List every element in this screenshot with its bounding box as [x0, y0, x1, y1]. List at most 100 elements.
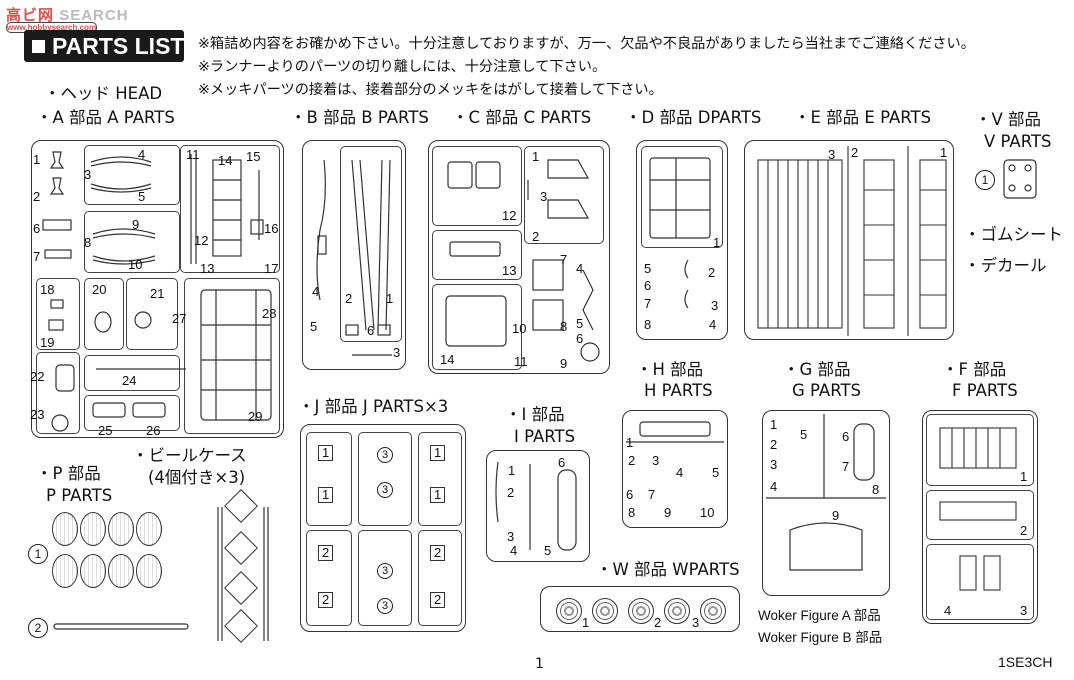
i-num-6: 6: [558, 455, 566, 470]
c-parts-drawing: [445, 159, 600, 362]
a-sub-20: [84, 278, 124, 350]
tire-icon: [136, 512, 162, 546]
a-sub-25-26: [84, 395, 180, 431]
b-sub-main: [340, 146, 402, 342]
v-num-1: 1: [975, 170, 995, 190]
a-sub-24: [84, 355, 180, 391]
b-num-2: 2: [345, 291, 353, 306]
g-num-3: 3: [770, 457, 778, 472]
e-parts-frame: [744, 140, 954, 340]
a-num-6: 6: [33, 221, 41, 236]
j-num-2d: 2: [430, 592, 446, 608]
figure-a-label: Woker Figure A 部品: [758, 608, 881, 623]
e-num-2: 2: [851, 145, 859, 160]
a-num-17: 17: [264, 261, 279, 276]
j-num-3a: 3: [377, 447, 393, 463]
a-num-1: 1: [33, 152, 41, 167]
g-num-2: 2: [770, 437, 778, 452]
a-num-8: 8: [84, 235, 92, 250]
a-num-7: 7: [33, 249, 41, 264]
j-num-2c: 2: [430, 545, 446, 561]
a-num-16: 16: [264, 221, 279, 236]
c-num-8: 8: [560, 319, 568, 334]
d-num-6: 6: [644, 278, 652, 293]
h-num-5: 5: [712, 465, 720, 480]
p-rod-drawing: [53, 623, 189, 630]
c-num-10: 10: [512, 321, 527, 336]
b-num-6: 6: [367, 323, 375, 338]
label-rubber-sheet: ・ゴムシート: [964, 225, 1063, 244]
g-num-4: 4: [770, 479, 778, 494]
a-num-2: 2: [33, 189, 41, 204]
i-parts-drawing: [495, 461, 577, 551]
e-parts-drawing: [757, 146, 947, 336]
note-3: ※メッキパーツの接着は、接着部分のメッキをはがして接着して下さい。: [198, 82, 663, 98]
b-num-4: 4: [312, 284, 320, 299]
j-sub-left-top: [306, 432, 352, 526]
tire-icon: [52, 512, 78, 546]
a-num-20: 20: [92, 282, 107, 297]
i-num-2: 2: [507, 485, 515, 500]
f-parts-drawing: [939, 427, 1017, 591]
f-parts-frame: [922, 410, 1038, 624]
d-num-7: 7: [644, 296, 652, 311]
label-f-parts-2: F PARTS: [952, 381, 1018, 400]
j-num-3d: 3: [377, 598, 393, 614]
d-num-1: 1: [713, 235, 721, 250]
w-num-1: 1: [582, 615, 590, 630]
w-wheel-icon: [664, 598, 690, 624]
e-num-3: 3: [828, 147, 836, 162]
h-num-2: 2: [628, 453, 636, 468]
b-parts-frame: [302, 140, 406, 370]
d-sub-1: [641, 146, 723, 248]
a-parts-drawing: [42, 151, 272, 432]
a-sub-21: [126, 278, 178, 350]
label-e-parts: ・E 部品 E PARTS: [794, 108, 932, 127]
beer-case-sprue: [217, 507, 269, 641]
b-parts-drawing: [316, 159, 392, 356]
a-sub-18-19: [36, 278, 80, 350]
g-num-6: 6: [842, 429, 850, 444]
w-wheel-icon: [700, 598, 726, 624]
a-num-18: 18: [40, 282, 55, 297]
c-num-5: 5: [576, 316, 584, 331]
title-bar: [24, 30, 184, 62]
label-v-parts-2: V PARTS: [984, 132, 1052, 151]
c-sub-14: [432, 284, 522, 370]
f-num-1: 1: [1020, 469, 1028, 484]
j-num-1c: 1: [430, 445, 446, 461]
h-parts-frame: [622, 410, 728, 528]
tire-icon: [80, 554, 106, 588]
a-num-4: 4: [138, 147, 146, 162]
d-num-5: 5: [644, 261, 652, 276]
a-num-29: 29: [248, 409, 263, 424]
h-parts-drawing: [626, 421, 724, 443]
g-num-7: 7: [842, 459, 850, 474]
d-num-3: 3: [711, 298, 719, 313]
a-num-28: 28: [262, 306, 277, 321]
a-num-13: 13: [200, 261, 215, 276]
c-num-7: 7: [560, 252, 568, 267]
label-v-parts-1: ・V 部品: [975, 110, 1042, 129]
c-num-3: 3: [540, 189, 548, 204]
c-num-2: 2: [532, 229, 540, 244]
tire-icon: [108, 554, 134, 588]
tire-icon: [108, 512, 134, 546]
j-sub-right-bot: [418, 530, 462, 626]
h-num-8: 8: [628, 505, 636, 520]
h-num-4: 4: [676, 465, 684, 480]
c-num-11: 11: [514, 354, 528, 369]
a-sub-frame-11-17: [180, 145, 280, 273]
a-sub-22-23: [36, 352, 80, 434]
a-sub-4-5: [84, 145, 180, 205]
a-num-23: 23: [30, 407, 45, 422]
i-num-1: 1: [508, 463, 516, 478]
a-num-14: 14: [218, 153, 233, 168]
a-sub-chassis: [184, 278, 280, 434]
j-parts-frame: [300, 424, 466, 632]
label-w-parts: ・W 部品 WPARTS: [596, 560, 740, 579]
c-num-9: 9: [560, 356, 568, 371]
j-sub-right-top: [418, 432, 462, 526]
p-num-2: 2: [28, 618, 48, 638]
label-c-parts: ・C 部品 C PARTS: [452, 108, 592, 127]
